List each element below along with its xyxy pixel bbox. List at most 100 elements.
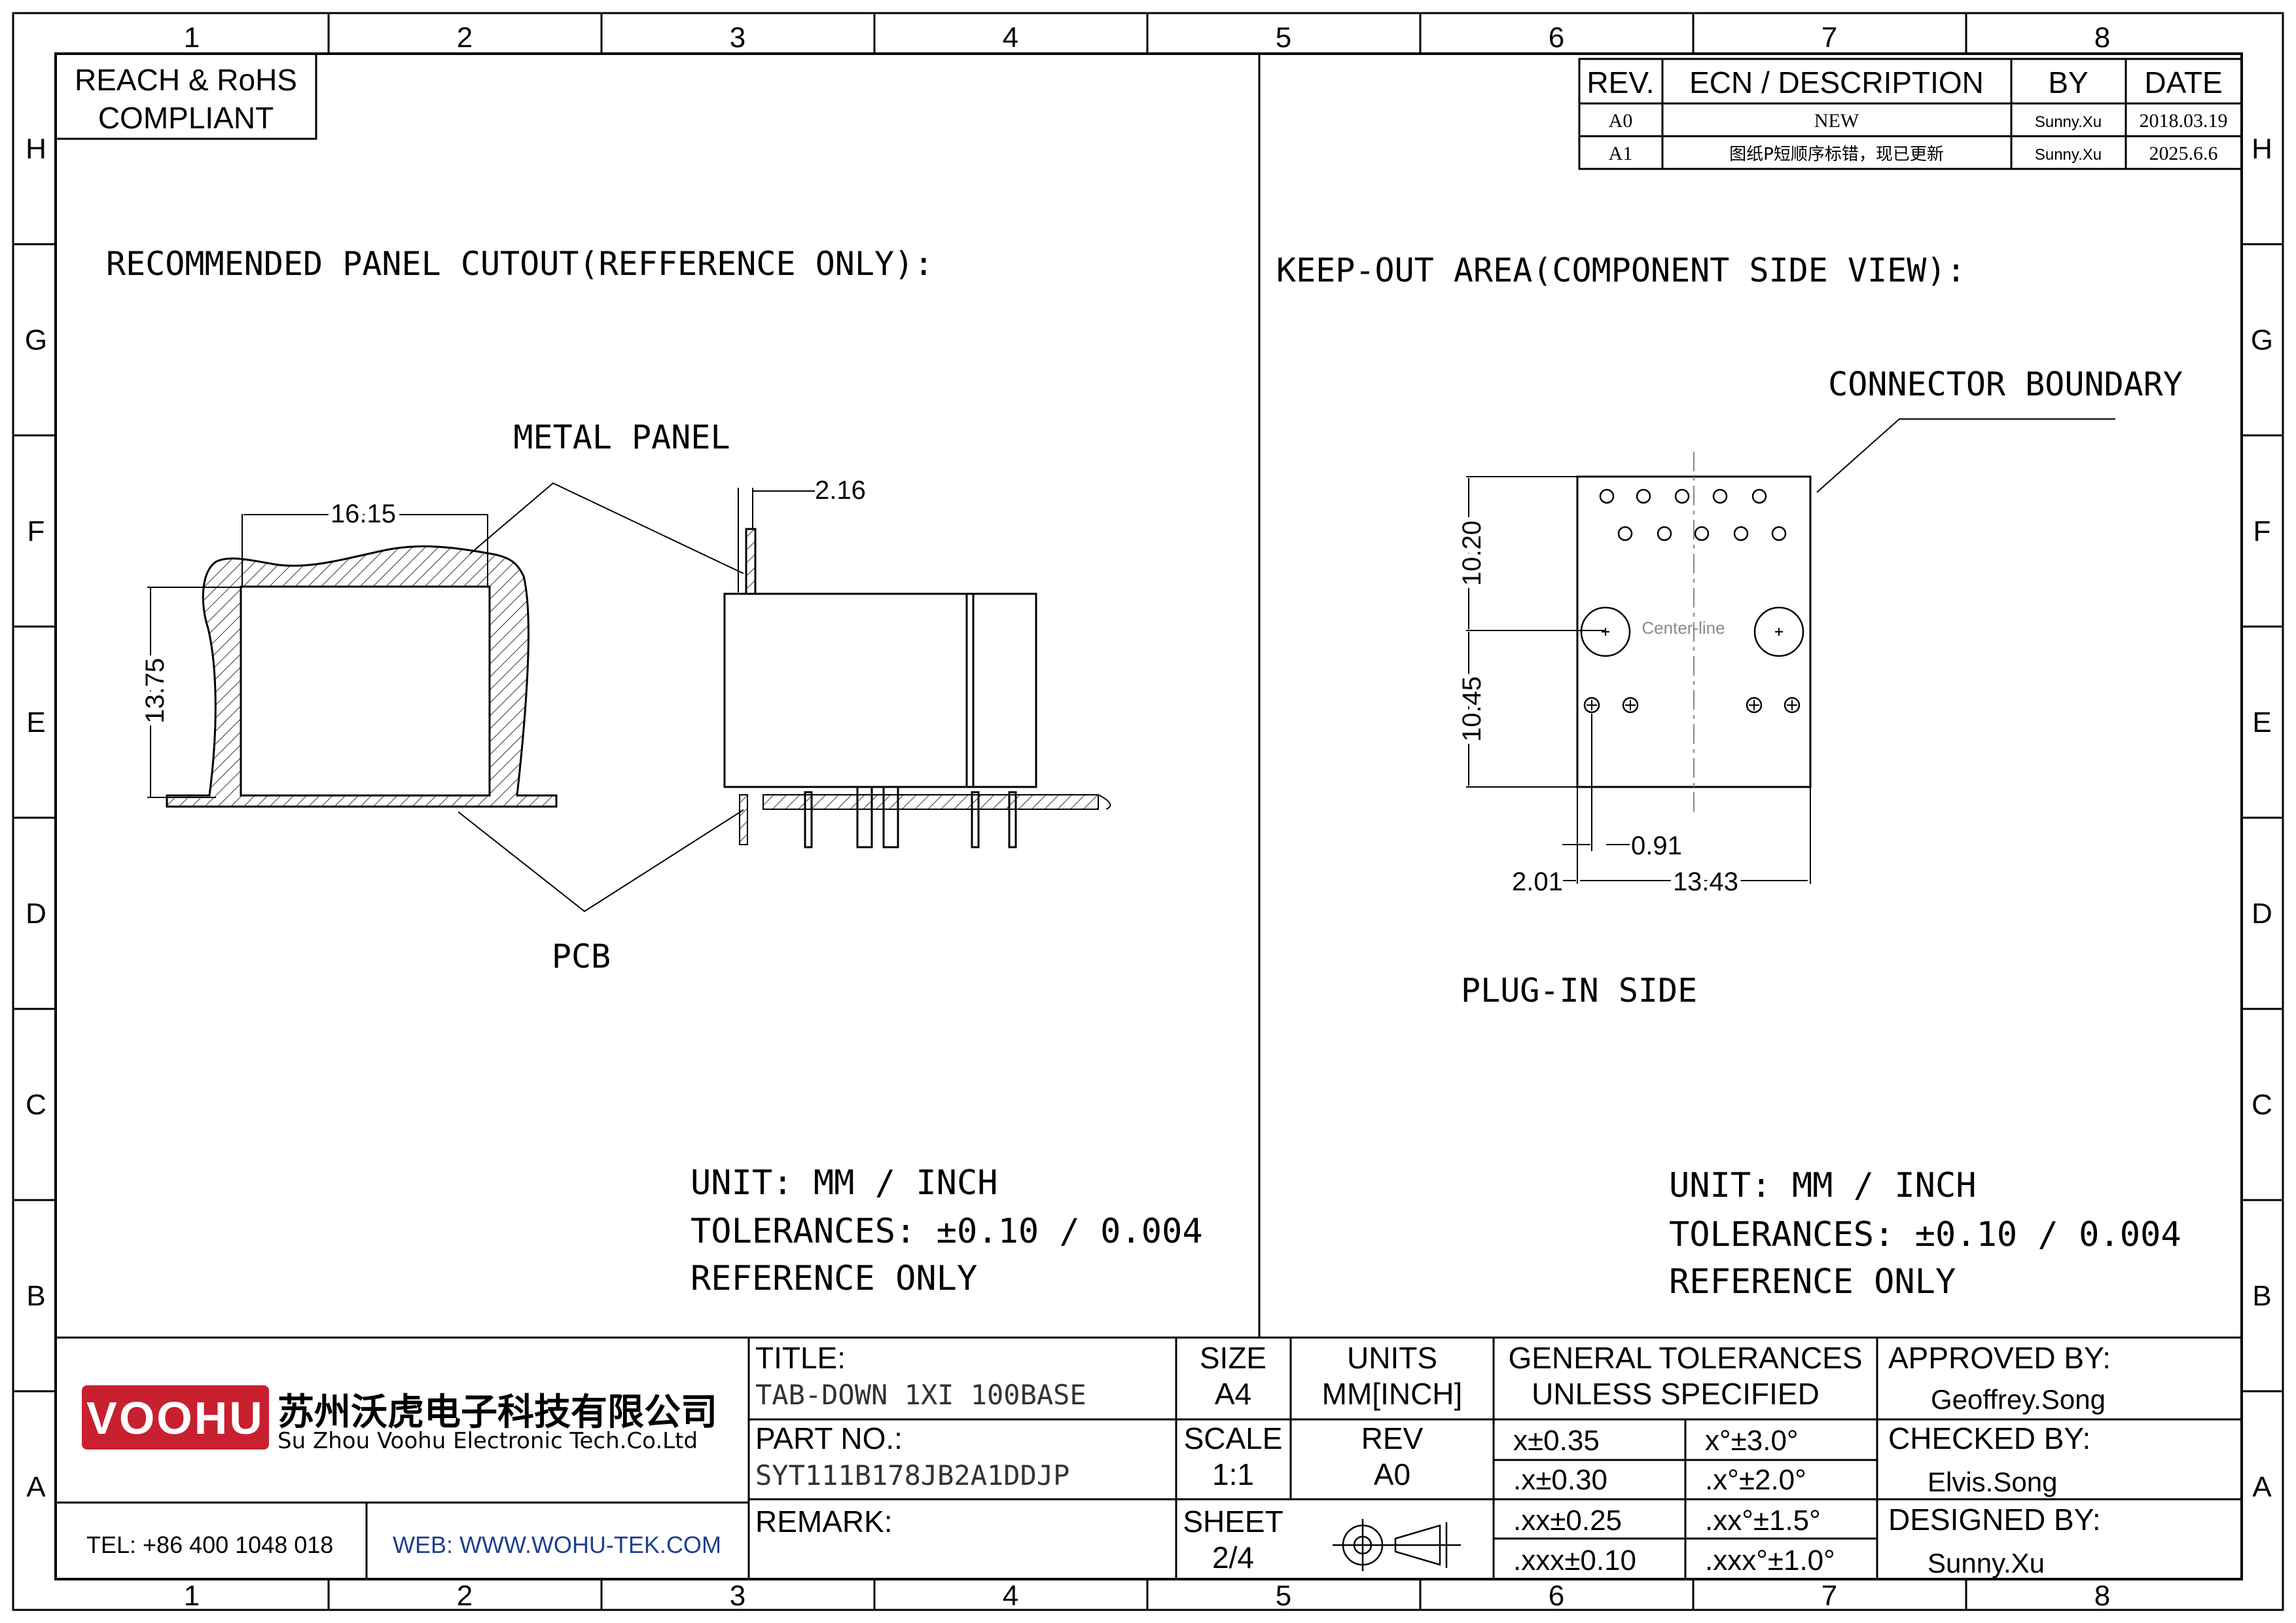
keepout-dimensions bbox=[1466, 476, 1811, 884]
tol-linear-2: .xx±0.25 bbox=[1513, 1504, 1622, 1537]
row-label-g-right: G bbox=[2251, 324, 2273, 356]
col-label-3-bottom: 3 bbox=[730, 1580, 745, 1612]
left-reference-note: REFERENCE ONLY bbox=[691, 1259, 977, 1298]
approved-by-label: APPROVED BY: bbox=[1888, 1341, 2111, 1375]
checked-by-value: Elvis.Song bbox=[1928, 1467, 2057, 1497]
rev-row2-rev: A1 bbox=[1609, 143, 1633, 164]
row-label-b-right: B bbox=[2252, 1280, 2271, 1312]
designed-by-label: DESIGNED BY: bbox=[1888, 1503, 2101, 1537]
row-label-d: D bbox=[26, 898, 46, 930]
connector-boundary-leader bbox=[1816, 418, 2115, 493]
compliance-line1: REACH & RoHS bbox=[75, 63, 297, 97]
dim-upper-label: 10.20 bbox=[1458, 520, 1486, 586]
col-label-4-bottom: 4 bbox=[1003, 1580, 1018, 1612]
revision-table bbox=[1578, 58, 2243, 170]
voohu-logo-text: VOOHU bbox=[86, 1393, 264, 1444]
keepout-footprint bbox=[1576, 452, 1812, 812]
row-label-c: C bbox=[26, 1089, 46, 1121]
right-view-heading: KEEP-OUT AREA(COMPONENT SIDE VIEW): bbox=[1276, 251, 1966, 289]
company-name-en: Su Zhou Voohu Electronic Tech.Co.Ltd bbox=[278, 1428, 698, 1454]
part-no-value: SYT111B178JB2A1DDJP bbox=[755, 1459, 1069, 1491]
col-label-6-bottom: 6 bbox=[1549, 1580, 1564, 1612]
col-label-7-bottom: 7 bbox=[1821, 1580, 1837, 1612]
part-no-label: PART NO.: bbox=[755, 1421, 903, 1455]
dim-height-label: 13.75 bbox=[141, 658, 170, 723]
title-block-grid bbox=[56, 1336, 2242, 1579]
row-label-h: H bbox=[26, 133, 46, 165]
tol-linear-3: .xxx±0.10 bbox=[1513, 1544, 1636, 1577]
size-label: SIZE bbox=[1200, 1341, 1266, 1375]
metal-panel-leader bbox=[469, 482, 744, 574]
rev-row2-by: Sunny.Xu bbox=[2035, 146, 2102, 164]
tol-angular-2: .xx°±1.5° bbox=[1705, 1504, 1821, 1537]
web-text: WEB: WWW.WOHU-TEK.COM bbox=[393, 1531, 721, 1558]
tol-angular-0: x°±3.0° bbox=[1705, 1425, 1799, 1457]
rev-header: REV. bbox=[1587, 65, 1654, 100]
metal-panel-cutout bbox=[166, 545, 558, 808]
col-label-8: 8 bbox=[2094, 22, 2110, 54]
pcb-leader bbox=[457, 809, 744, 913]
dim-thickness-label: 2.16 bbox=[815, 476, 866, 505]
connector-side-view bbox=[723, 528, 1111, 848]
row-label-d-right: D bbox=[2251, 898, 2272, 930]
scale-value: 1:1 bbox=[1212, 1457, 1254, 1491]
left-tolerance-note: TOLERANCES: ±0.10 / 0.004 bbox=[691, 1212, 1203, 1251]
dim-small-label: 0.91 bbox=[1631, 831, 1682, 860]
dim-offset-label: 2.01 bbox=[1512, 867, 1563, 896]
connector-boundary-label: CONNECTOR BOUNDARY bbox=[1828, 365, 2183, 403]
compliance-box bbox=[54, 52, 317, 140]
row-label-a: A bbox=[26, 1471, 46, 1503]
tol-angular-3: .xxx°±1.0° bbox=[1705, 1544, 1835, 1577]
voohu-logo bbox=[82, 1385, 269, 1450]
rev-row1-by: Sunny.Xu bbox=[2035, 113, 2102, 131]
rev-label: REV bbox=[1361, 1421, 1424, 1455]
rev-row1-date: 2018.03.19 bbox=[2140, 110, 2228, 132]
general-tolerances-line1: GENERAL TOLERANCES bbox=[1508, 1341, 1862, 1375]
row-label-a-right: A bbox=[2252, 1471, 2272, 1503]
approved-by-value: Geoffrey.Song bbox=[1931, 1384, 2106, 1415]
tol-angular-1: .x°±2.0° bbox=[1705, 1464, 1806, 1496]
sheet-label: SHEET bbox=[1183, 1504, 1283, 1539]
col-label-4: 4 bbox=[1003, 22, 1018, 54]
col-label-6: 6 bbox=[1549, 22, 1564, 54]
inner-frame bbox=[54, 52, 2243, 1580]
units-value: MM[INCH] bbox=[1322, 1377, 1463, 1411]
plug-in-side-label: PLUG-IN SIDE bbox=[1461, 972, 1697, 1010]
right-tolerance-note: TOLERANCES: ±0.10 / 0.004 bbox=[1669, 1215, 2181, 1254]
title-value: TAB-DOWN 1XI 100BASE bbox=[755, 1379, 1086, 1411]
dim-lower-label: 10.45 bbox=[1458, 676, 1486, 742]
rev-value: A0 bbox=[1374, 1457, 1410, 1491]
title-label: TITLE: bbox=[755, 1341, 846, 1375]
date-header: DATE bbox=[2144, 65, 2222, 100]
left-unit-note: UNIT: MM / INCH bbox=[691, 1163, 998, 1203]
right-reference-note: REFERENCE ONLY bbox=[1669, 1262, 1956, 1302]
col-label-3: 3 bbox=[730, 22, 745, 54]
right-unit-note: UNIT: MM / INCH bbox=[1669, 1166, 1977, 1205]
tol-linear-0: x±0.35 bbox=[1513, 1425, 1600, 1457]
sheet-value: 2/4 bbox=[1212, 1541, 1254, 1575]
left-view-heading: RECOMMENDED PANEL CUTOUT(REFFERENCE ONLY… bbox=[106, 245, 933, 283]
col-label-5: 5 bbox=[1276, 22, 1291, 54]
col-label-1-bottom: 1 bbox=[184, 1580, 200, 1612]
metal-panel-label: METAL PANEL bbox=[513, 418, 730, 456]
row-label-h-right: H bbox=[2251, 133, 2272, 165]
general-tolerances-line2: UNLESS SPECIFIED bbox=[1532, 1377, 1820, 1411]
designed-by-value: Sunny.Xu bbox=[1928, 1548, 2045, 1578]
col-label-7: 7 bbox=[1821, 22, 1837, 54]
rev-row2-ecn: 图纸P短顺序标错，现已更新 bbox=[1729, 145, 1944, 164]
col-label-2-bottom: 2 bbox=[457, 1580, 473, 1612]
row-label-f-right: F bbox=[2253, 515, 2271, 547]
row-label-f: F bbox=[27, 515, 45, 547]
row-label-c-right: C bbox=[2251, 1089, 2272, 1121]
col-label-5-bottom: 5 bbox=[1276, 1580, 1291, 1612]
ecn-header: ECN / DESCRIPTION bbox=[1689, 65, 1984, 100]
company-name-cn: 苏州沃虎电子科技有限公司 bbox=[278, 1391, 717, 1434]
row-label-g: G bbox=[25, 324, 47, 356]
tel-text: TEL: +86 400 1048 018 bbox=[86, 1531, 333, 1558]
row-label-b: B bbox=[26, 1280, 45, 1312]
col-label-8-bottom: 8 bbox=[2094, 1580, 2110, 1612]
remark-label: REMARK: bbox=[755, 1504, 893, 1539]
tol-linear-1: .x±0.30 bbox=[1513, 1464, 1607, 1496]
compliance-line2: COMPLIANT bbox=[98, 101, 274, 135]
